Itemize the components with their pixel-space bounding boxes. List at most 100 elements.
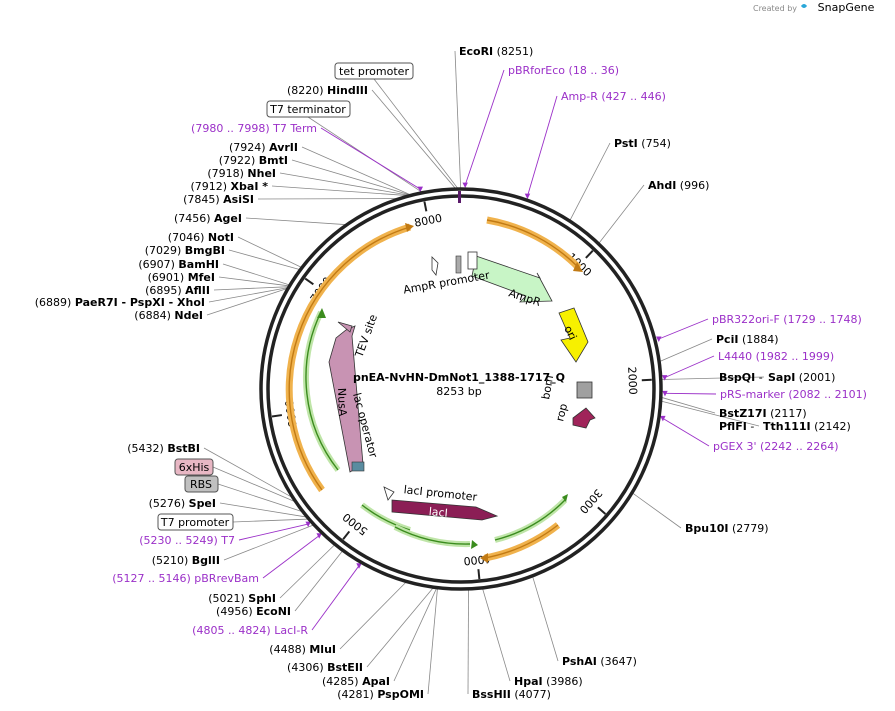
restriction-site-label[interactable]: (5210) BglII (152, 554, 220, 567)
site-leader-line (598, 184, 645, 245)
site-separator: - (747, 420, 754, 433)
primer-label[interactable]: pBR322ori-F (1729 .. 1748) (712, 313, 862, 326)
primer-label[interactable]: (4805 .. 4824) LacI-R (192, 624, 308, 637)
restriction-site-label[interactable]: (7912) XbaI * (190, 180, 268, 193)
primer-label[interactable]: pRS-marker (2082 .. 2101) (720, 388, 867, 401)
feature-leader-line (373, 78, 459, 190)
restriction-site-label[interactable]: PshAI (3647) (562, 655, 637, 668)
restriction-site-label[interactable]: (4956) EcoNI (216, 605, 291, 618)
restriction-site-label[interactable]: (5432) BstBI (127, 442, 200, 455)
site-name: BmtI (259, 154, 288, 167)
site-name: PciI (716, 333, 738, 346)
primer-label[interactable]: (7980 .. 7998) T7 Term (191, 122, 317, 135)
primer-marker-icon (656, 336, 662, 343)
restriction-site-label[interactable]: (7845) AsiSI (183, 193, 254, 206)
primer-label[interactable]: L4440 (1982 .. 1999) (718, 350, 834, 363)
bp-tick-label: 5000 (340, 510, 370, 538)
restriction-site-label[interactable]: Bpu10I (2779) (685, 522, 769, 535)
site-leader-line (208, 287, 289, 303)
site-position: (7924) (229, 141, 269, 154)
feature-label-laci: lacI (428, 505, 448, 520)
restriction-site-label[interactable]: (7922) BmtI (219, 154, 288, 167)
primer-leader-line (664, 392, 717, 395)
restriction-site-label[interactable]: (7029) BmgBI (145, 244, 225, 257)
green-orf-left-line (305, 311, 339, 471)
restriction-site-label[interactable]: PciI (1884) (716, 333, 779, 346)
restriction-site-label[interactable]: HpaI (3986) (514, 675, 583, 688)
restriction-site-label[interactable]: Tth111I (2142) (763, 420, 851, 433)
restriction-site-label[interactable]: (8220) HindIII (287, 84, 368, 97)
feature-box-frame (174, 458, 214, 476)
restriction-site-label[interactable]: (6889) PaeR7I - PspXI - XhoI (35, 296, 205, 309)
site-name: NotI (208, 231, 234, 244)
site-name: PshAI (562, 655, 597, 668)
restriction-site-label[interactable]: (4306) BstEII (287, 661, 363, 674)
ampr-start-box (467, 251, 478, 270)
site-name: Tth111I (763, 420, 811, 433)
origin-marker (458, 191, 461, 203)
feature-label-tev-site: TEV site (352, 312, 380, 359)
restriction-site-label[interactable]: EcoRI (8251) (459, 45, 533, 58)
site-name: EcoNI (256, 605, 291, 618)
restriction-site-label[interactable]: BstZ17I (2117) (719, 407, 807, 420)
site-position: (754) (638, 137, 671, 150)
restriction-site-label[interactable]: (6901) MfeI (148, 271, 215, 284)
site-leader-line (427, 587, 438, 695)
laci-promoter-arrow (383, 486, 395, 501)
primer-label[interactable]: (5230 .. 5249) T7 (139, 534, 235, 547)
restriction-site-label[interactable]: (5021) SphI (208, 592, 276, 605)
green-orf-bottom-1-line (361, 504, 411, 531)
restriction-site-label[interactable]: (7046) NotI (168, 231, 234, 244)
site-name: ApaI (362, 675, 390, 688)
site-position: (2142) (811, 420, 851, 433)
site-leader-line (393, 587, 438, 682)
site-name: PaeR7I - PspXI - XhoI (75, 296, 205, 309)
site-position: (7918) (207, 167, 247, 180)
feature-box-t7-promoter: T7 promoter (157, 513, 234, 531)
restriction-site-label[interactable]: (7918) NheI (207, 167, 276, 180)
site-name: PspOMI (377, 688, 424, 701)
restriction-site-label[interactable]: (4281) PspOMI (337, 688, 424, 701)
restriction-site-label[interactable]: SapI (2001) (768, 371, 835, 384)
green-orf-right-line (494, 499, 566, 541)
feature-box-6xhis: 6xHis (174, 458, 214, 476)
site-leader-line (228, 249, 301, 271)
feature-box-label: RBS (190, 478, 212, 491)
restriction-site-label[interactable]: (4285) ApaI (322, 675, 390, 688)
site-position: (6884) (134, 309, 174, 322)
bp-tick-label: 2000 (625, 366, 639, 395)
primer-label[interactable]: (5127 .. 5146) pBRrevBam (112, 572, 259, 585)
restriction-site-label[interactable]: (7924) AvrII (229, 141, 298, 154)
site-position: (3647) (597, 655, 637, 668)
watermark-prefix: Created by (753, 4, 797, 13)
site-leader-line (454, 50, 462, 190)
restriction-site-label[interactable]: PstI (754) (614, 137, 671, 150)
restriction-site-label[interactable]: BspQI - (719, 371, 763, 384)
restriction-site-label[interactable]: AhdI (996) (648, 179, 709, 192)
feature-box-label: T7 terminator (269, 103, 346, 116)
site-leader-line (219, 502, 308, 518)
primer-label[interactable]: Amp-R (427 .. 446) (561, 90, 666, 103)
restriction-site-label[interactable]: BssHII (4077) (472, 688, 551, 701)
restriction-site-label[interactable]: (7456) AgeI (174, 212, 242, 225)
backbone-outer-strand (259, 187, 663, 591)
site-position: (996) (676, 179, 709, 192)
primer-label[interactable]: pGEX 3' (2242 .. 2264) (713, 440, 839, 453)
bp-tick-mark (423, 201, 428, 212)
restriction-site-label[interactable]: (5276) SpeI (149, 497, 216, 510)
bp-tick-mark (597, 506, 607, 515)
primer-range: (2082 .. 2101) (788, 388, 867, 401)
bp-tick-label: 3000 (577, 486, 605, 516)
feature-arcs (285, 191, 596, 563)
site-name: XbaI * (231, 180, 269, 193)
site-leader-line (371, 89, 457, 190)
restriction-site-label[interactable]: (6907) BamHI (138, 258, 219, 271)
restriction-site-label[interactable]: (4488) MluI (269, 643, 336, 656)
primer-label[interactable]: pBRforEco (18 .. 36) (508, 64, 619, 77)
restriction-site-label[interactable]: (6884) NdeI (134, 309, 203, 322)
bp-tick-mark (477, 569, 481, 580)
restriction-site-label[interactable]: (6895) AflII (145, 284, 210, 297)
site-leader-line (222, 263, 291, 286)
bp-tick-mark (271, 414, 283, 418)
restriction-site-label[interactable]: PflFI - (719, 420, 754, 433)
